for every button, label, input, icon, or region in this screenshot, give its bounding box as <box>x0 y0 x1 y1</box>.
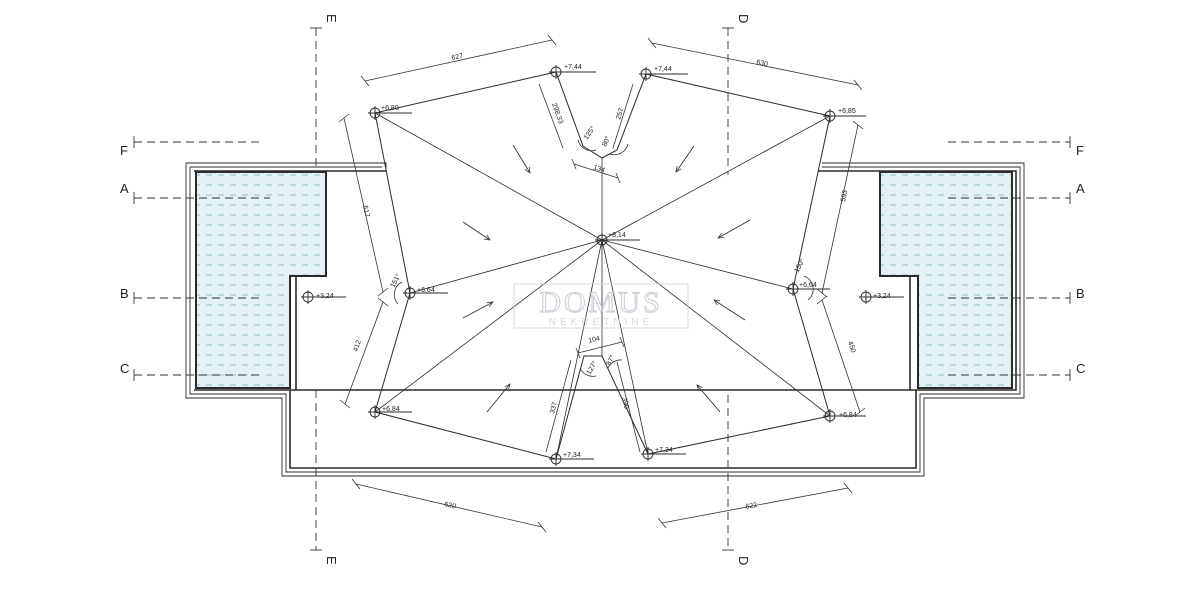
dimension-label: 627 <box>451 53 464 62</box>
elevation-label: +6,80 <box>381 105 399 112</box>
dimension-lines <box>338 34 866 533</box>
level-marker <box>595 233 640 247</box>
level-marker <box>549 65 596 79</box>
watermark-name: DOMUS <box>539 286 662 319</box>
right-pool <box>879 171 1013 389</box>
elevation-label: +6,64 <box>799 282 817 289</box>
elevation-label: +7,34 <box>563 452 581 459</box>
angle-label: 151° <box>389 272 403 289</box>
dimension-label: 450 <box>846 340 856 353</box>
elevation-label: +7,34 <box>655 447 673 454</box>
dimension-label: 622 <box>745 502 758 511</box>
building-outline <box>185 162 1025 477</box>
angle-label: 80° <box>601 135 613 148</box>
dimension-label: 630 <box>756 59 769 68</box>
axis-label-e-bottom: E <box>324 556 339 565</box>
elevation-label: +6,84 <box>382 406 400 413</box>
level-marker <box>859 290 904 304</box>
angle-arcs <box>393 139 814 377</box>
angle-label: 125° <box>582 125 597 142</box>
level-marker <box>368 405 412 419</box>
dimension-label: 617 <box>361 205 370 218</box>
grid-axis-ticks <box>133 27 1071 551</box>
dimension-label: 390 <box>620 397 630 410</box>
dimension-label: 298,33 <box>550 102 564 125</box>
level-marker <box>403 286 448 300</box>
elevation-label: +7,44 <box>654 66 672 73</box>
watermark-logo: DOMUS NEKRETNINE <box>513 283 689 329</box>
slope-arrows <box>462 144 751 413</box>
axis-label-e-top: E <box>324 14 339 23</box>
axis-label-a-left: A <box>120 181 129 196</box>
roof-outline <box>374 71 831 460</box>
dimension-label: 134 <box>592 164 605 174</box>
elevation-label: +8,14 <box>608 232 626 239</box>
elevation-label: +3,24 <box>873 293 891 300</box>
level-marker <box>639 67 688 81</box>
axis-label-d-bottom: D <box>736 556 751 565</box>
level-marker <box>641 447 686 461</box>
axis-label-b-left: B <box>120 286 129 301</box>
level-marker <box>549 452 594 466</box>
axis-label-d-top: D <box>736 14 751 23</box>
angle-label: 150° <box>793 257 807 274</box>
axis-label-f-left: F <box>120 143 128 158</box>
level-marker <box>823 409 866 423</box>
dimension-label: 620 <box>444 501 457 510</box>
roof-ridges <box>374 112 831 460</box>
elevation-label: +6,85 <box>838 108 856 115</box>
axis-label-c-left: C <box>120 361 129 376</box>
grid-axes <box>134 28 1070 550</box>
dimension-label: 593 <box>840 189 849 202</box>
axis-label-a-right: A <box>1076 181 1085 196</box>
elevation-label: +7,44 <box>564 64 582 71</box>
dimension-label: 337 <box>549 401 559 414</box>
level-marker <box>368 106 412 120</box>
elevation-markers <box>301 65 904 466</box>
dimension-label: 412 <box>352 339 363 352</box>
level-marker <box>823 109 866 123</box>
angle-label: 87° <box>605 354 617 367</box>
axis-label-f-right: F <box>1076 143 1084 158</box>
axis-label-b-right: B <box>1076 286 1085 301</box>
elevation-label: +6,84 <box>839 412 857 419</box>
elevation-label: +6,64 <box>417 287 435 294</box>
level-marker <box>786 282 830 296</box>
dimension-label: 257 <box>615 107 625 120</box>
watermark-sub: NEKRETNINE <box>549 317 653 328</box>
elevation-label: +3,24 <box>316 293 334 300</box>
level-marker <box>301 290 346 304</box>
axis-label-c-right: C <box>1076 361 1085 376</box>
left-pool <box>195 171 327 389</box>
angle-label: 127° <box>585 359 599 376</box>
dimension-label: 104 <box>588 335 601 345</box>
